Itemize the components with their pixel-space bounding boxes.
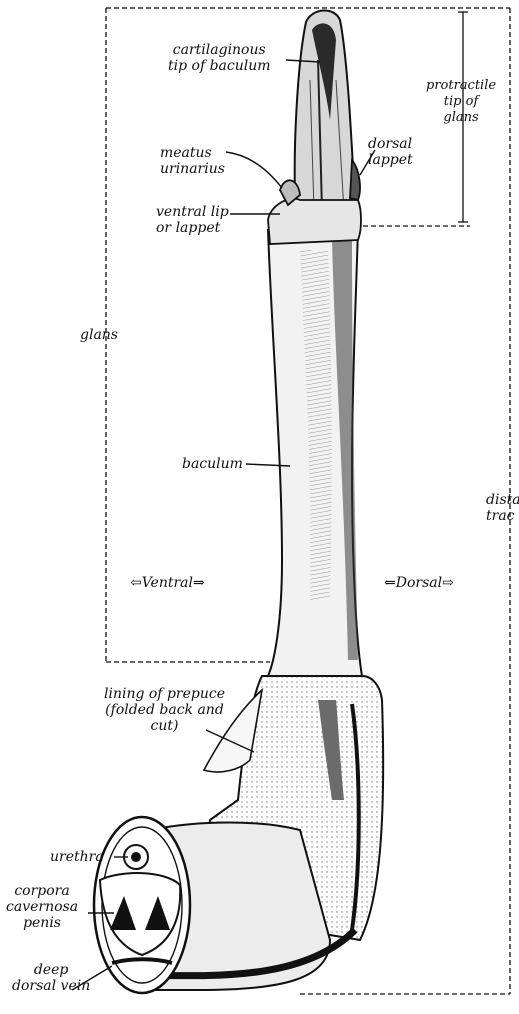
protractile-tip	[295, 10, 356, 222]
label-ventral-direction: ⇦Ventral⇒	[130, 575, 205, 591]
label-distal-tract: dista trac	[486, 492, 519, 524]
label-glans: glans	[80, 327, 118, 343]
label-baculum: baculum	[182, 456, 243, 472]
glans-shaft	[268, 228, 362, 676]
label-deep-dorsal-vein: deep dorsal vein	[12, 962, 90, 994]
label-ventral-lip: ventral lip or lappet	[156, 204, 229, 236]
label-dorsal-direction: ⇐Dorsal⇨	[384, 575, 454, 591]
cross-section	[94, 817, 190, 993]
label-protractile-tip: protractile tip of glans	[426, 78, 496, 126]
label-cartilaginous-tip: cartilaginous tip of baculum	[168, 42, 271, 74]
label-lining-of-prepuce: lining of prepuce (folded back and cut)	[104, 686, 225, 734]
label-urethra: urethra	[50, 849, 104, 865]
label-meatus-urinarius: meatus urinarius	[160, 145, 225, 177]
label-dorsal-lappet: dorsal lappet	[368, 136, 413, 168]
label-corpora-cavernosa: corpora cavernosa penis	[6, 883, 78, 931]
